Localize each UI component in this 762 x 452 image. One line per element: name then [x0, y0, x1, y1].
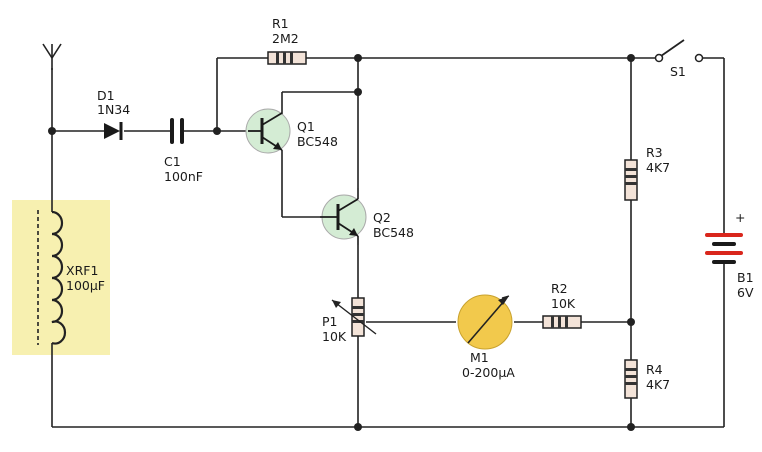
- resistor-r1: R1 2M2: [267, 16, 307, 65]
- m1-ref-label: M1: [470, 350, 489, 365]
- diode-d1: D1 1N34: [97, 88, 130, 140]
- antenna-icon: [42, 43, 62, 70]
- r2-value-label: 10K: [551, 296, 576, 311]
- b1-value-label: 6V: [737, 285, 754, 300]
- r1-value-label: 2M2: [272, 31, 299, 46]
- c1-value-label: 100nF: [164, 169, 203, 184]
- d1-ref-label: D1: [97, 88, 115, 103]
- r3-value-label: 4K7: [646, 160, 670, 175]
- r3-ref-label: R3: [646, 145, 663, 160]
- junction-dot: [48, 127, 56, 135]
- potentiometer-p1: P1 10K: [322, 297, 377, 344]
- resistor-r4: R4 4K7: [624, 359, 670, 399]
- junction-dot: [627, 423, 635, 431]
- junctions: [48, 54, 635, 431]
- q2-ref-label: Q2: [373, 210, 391, 225]
- d1-value-label: 1N34: [97, 102, 130, 117]
- c1-ref-label: C1: [164, 154, 181, 169]
- r4-ref-label: R4: [646, 362, 663, 377]
- junction-dot: [627, 54, 635, 62]
- q1-value-label: BC548: [297, 134, 338, 149]
- r1-ref-label: R1: [272, 16, 289, 31]
- battery-b1: + B1 6V: [705, 210, 754, 300]
- junction-dot: [627, 318, 635, 326]
- b1-ref-label: B1: [737, 270, 754, 285]
- capacitor-c1: C1 100nF: [164, 118, 203, 184]
- junction-dot: [213, 127, 221, 135]
- m1-value-label: 0-200μA: [462, 365, 515, 380]
- wires: [51, 57, 725, 428]
- b1-polarity-label: +: [735, 210, 745, 225]
- meter-m1: M1 0-200μA: [457, 294, 515, 380]
- xrf1-ref-label: XRF1: [66, 263, 98, 278]
- inductor-xrf1: XRF1 100μF: [12, 200, 110, 355]
- switch-s1: S1: [654, 39, 704, 79]
- q1-ref-label: Q1: [297, 119, 315, 134]
- r4-value-label: 4K7: [646, 377, 670, 392]
- resistor-r3: R3 4K7: [624, 145, 670, 201]
- junction-dot: [354, 423, 362, 431]
- transistor-q2: Q2 BC548: [320, 188, 414, 245]
- transistor-q1: Q1 BC548: [245, 108, 338, 154]
- r2-ref-label: R2: [551, 281, 568, 296]
- xrf1-value-label: 100μF: [66, 278, 105, 293]
- s1-ref-label: S1: [670, 64, 686, 79]
- resistor-r2: R2 10K: [542, 281, 582, 329]
- p1-ref-label: P1: [322, 314, 338, 329]
- junction-dot: [354, 54, 362, 62]
- p1-value-label: 10K: [322, 329, 347, 344]
- q2-value-label: BC548: [373, 225, 414, 240]
- junction-dot: [354, 88, 362, 96]
